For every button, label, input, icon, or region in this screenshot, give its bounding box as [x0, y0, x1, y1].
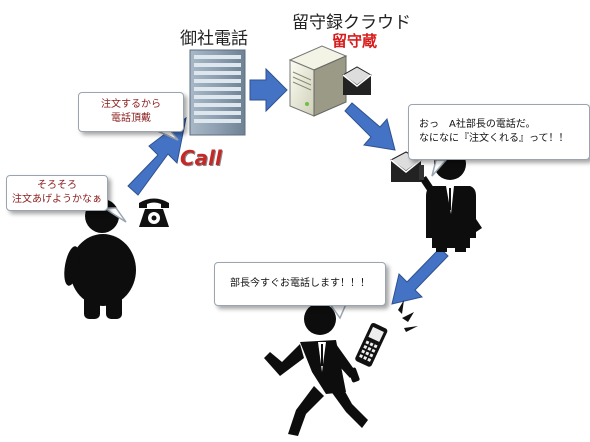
arrow-building-to-server: [249, 67, 288, 113]
bubble-text-line: おっ A社部長の電話だ。: [419, 118, 536, 130]
cloud-service-label: 留守録クラウド: [292, 13, 411, 33]
manager-businessman-icon: [419, 148, 482, 252]
arrow-server-to-manager: [344, 102, 396, 151]
call-label: Call: [180, 146, 222, 170]
telephone-icon: [139, 198, 169, 227]
bubble-tail-customer-thought: [101, 207, 127, 223]
envelope-icon-server: [342, 66, 372, 95]
mobile-phone-icon: [355, 322, 388, 367]
company-phone-label: 御社電話: [180, 29, 248, 49]
bubble-text-line: 注文あげようかなぁ: [12, 194, 102, 205]
building-icon: [189, 49, 246, 136]
employee-running-businessman-icon: [264, 303, 368, 436]
ringing-marks: [398, 300, 418, 332]
bubble-text-line: そろそろ: [37, 179, 77, 191]
brand-label: 留守蔵: [332, 32, 378, 50]
manager-bubble: おっ A社部長の電話だ。 なになに『注文くれる』って！！: [408, 104, 590, 160]
employee-bubble: 部長今すぐお電話します！！！: [214, 262, 386, 306]
bubble-text-line: なになに『注文くれる』って！！: [419, 133, 569, 144]
customer-thought-bubble: そろそろ 注文あげようかなぁ: [6, 175, 108, 211]
server-icon: [288, 45, 348, 117]
bubble-text-line: 部長今すぐお電話します！！！: [230, 277, 370, 289]
arrow-manager-to-employee: [391, 247, 449, 305]
bubble-tail-manager: [431, 159, 448, 177]
customer-call-bubble: 注文するから 電話頂戴: [78, 92, 184, 132]
bubble-text-line: 電話頂戴: [111, 113, 151, 124]
customer-person-icon: [64, 199, 136, 319]
bubble-text-line: 注文するから: [101, 98, 161, 110]
